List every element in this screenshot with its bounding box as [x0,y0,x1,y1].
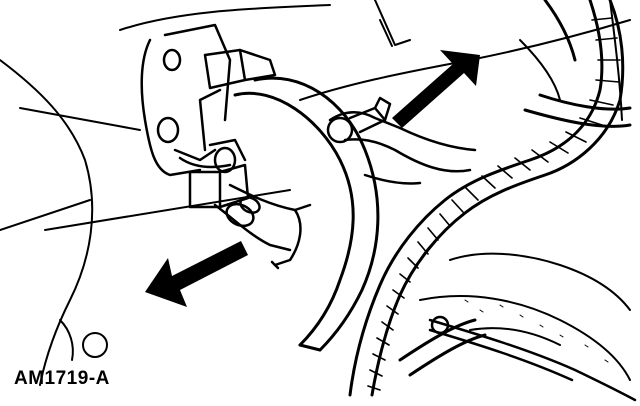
upper-hose-clamp [326,96,477,185]
mounting-bracket [140,23,277,209]
callout-arrow-lower [145,241,248,307]
harness-ribs [367,17,621,391]
callout-arrow-upper [392,50,480,128]
engine-body-outline [0,0,631,386]
figure-caption: AM1719-A [14,368,110,389]
main-hose [233,76,380,352]
wiring-harness [348,0,632,397]
lower-hose-connector [173,138,312,270]
thin-cable [428,315,637,402]
shading-texture [464,299,609,363]
